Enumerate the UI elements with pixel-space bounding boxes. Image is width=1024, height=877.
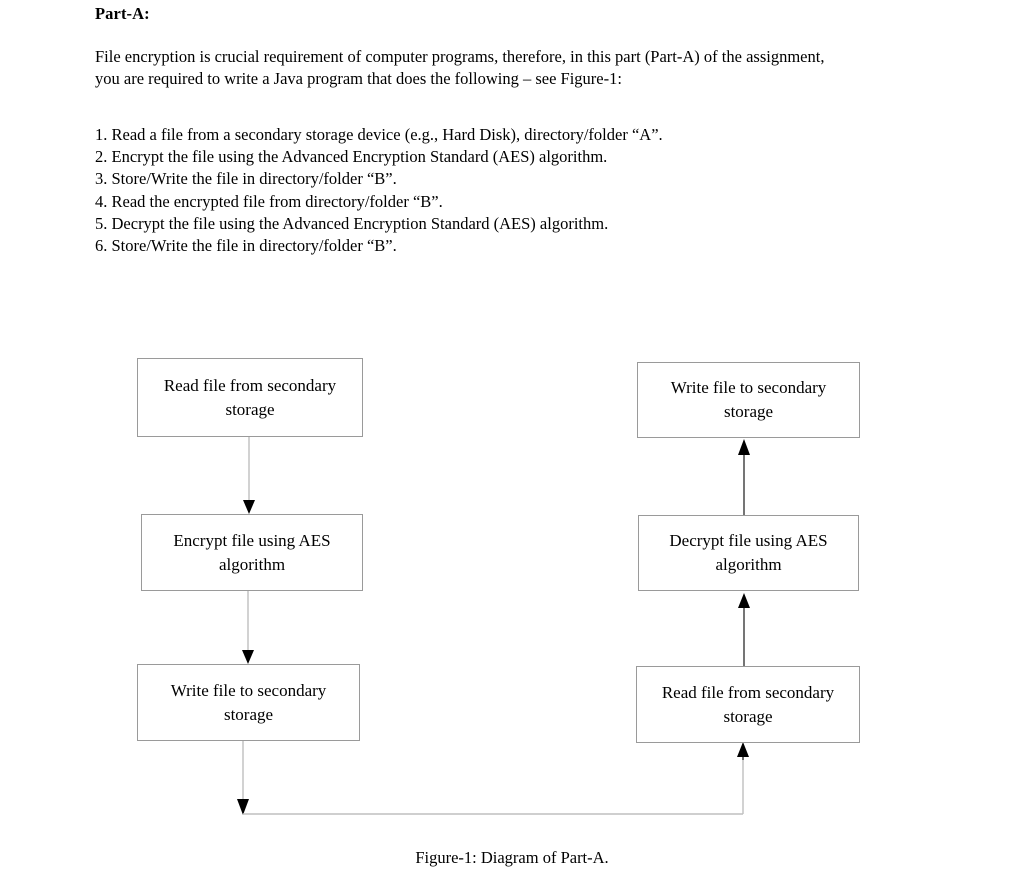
edge-read-to-encrypt bbox=[243, 436, 255, 514]
edge-rail-to-read bbox=[737, 742, 749, 760]
page-title: Part-A: bbox=[95, 4, 150, 23]
flow-node-read-left[interactable]: Read file from secondary storage bbox=[137, 358, 363, 437]
list-item: 6. Store/Write the file in directory/fol… bbox=[95, 236, 397, 256]
flow-node-encrypt[interactable]: Encrypt file using AES algorithm bbox=[141, 514, 363, 591]
intro-paragraph: File encryption is crucial requirement o… bbox=[95, 47, 825, 88]
document-body: Part-A: File encryption is crucial requi… bbox=[95, 0, 855, 257]
figure-caption: Figure-1: Diagram of Part-A. bbox=[415, 848, 609, 867]
flow-node-write-right[interactable]: Write file to secondary storage bbox=[637, 362, 860, 438]
flow-node-write-left[interactable]: Write file to secondary storage bbox=[137, 664, 360, 741]
list-item: 5. Decrypt the file using the Advanced E… bbox=[95, 213, 609, 233]
edge-decrypt-to-write bbox=[738, 439, 750, 516]
flow-node-read-right[interactable]: Read file from secondary storage bbox=[636, 666, 860, 743]
list-item: 3. Store/Write the file in directory/fol… bbox=[95, 169, 397, 189]
list-item: 1. Read a file from a secondary storage … bbox=[95, 125, 663, 144]
edge-write-to-bottom-rail bbox=[237, 741, 249, 815]
edge-encrypt-to-write bbox=[242, 591, 254, 664]
list-item: 2. Encrypt the file using the Advanced E… bbox=[95, 147, 608, 167]
edge-bottom-rail bbox=[243, 757, 744, 815]
steps-list: 1. Read a file from a secondary storage … bbox=[95, 124, 855, 257]
list-item: 4. Read the encrypted file from director… bbox=[95, 191, 443, 211]
edge-read-to-decrypt bbox=[738, 593, 750, 667]
flow-node-decrypt[interactable]: Decrypt file using AES algorithm bbox=[638, 515, 859, 591]
